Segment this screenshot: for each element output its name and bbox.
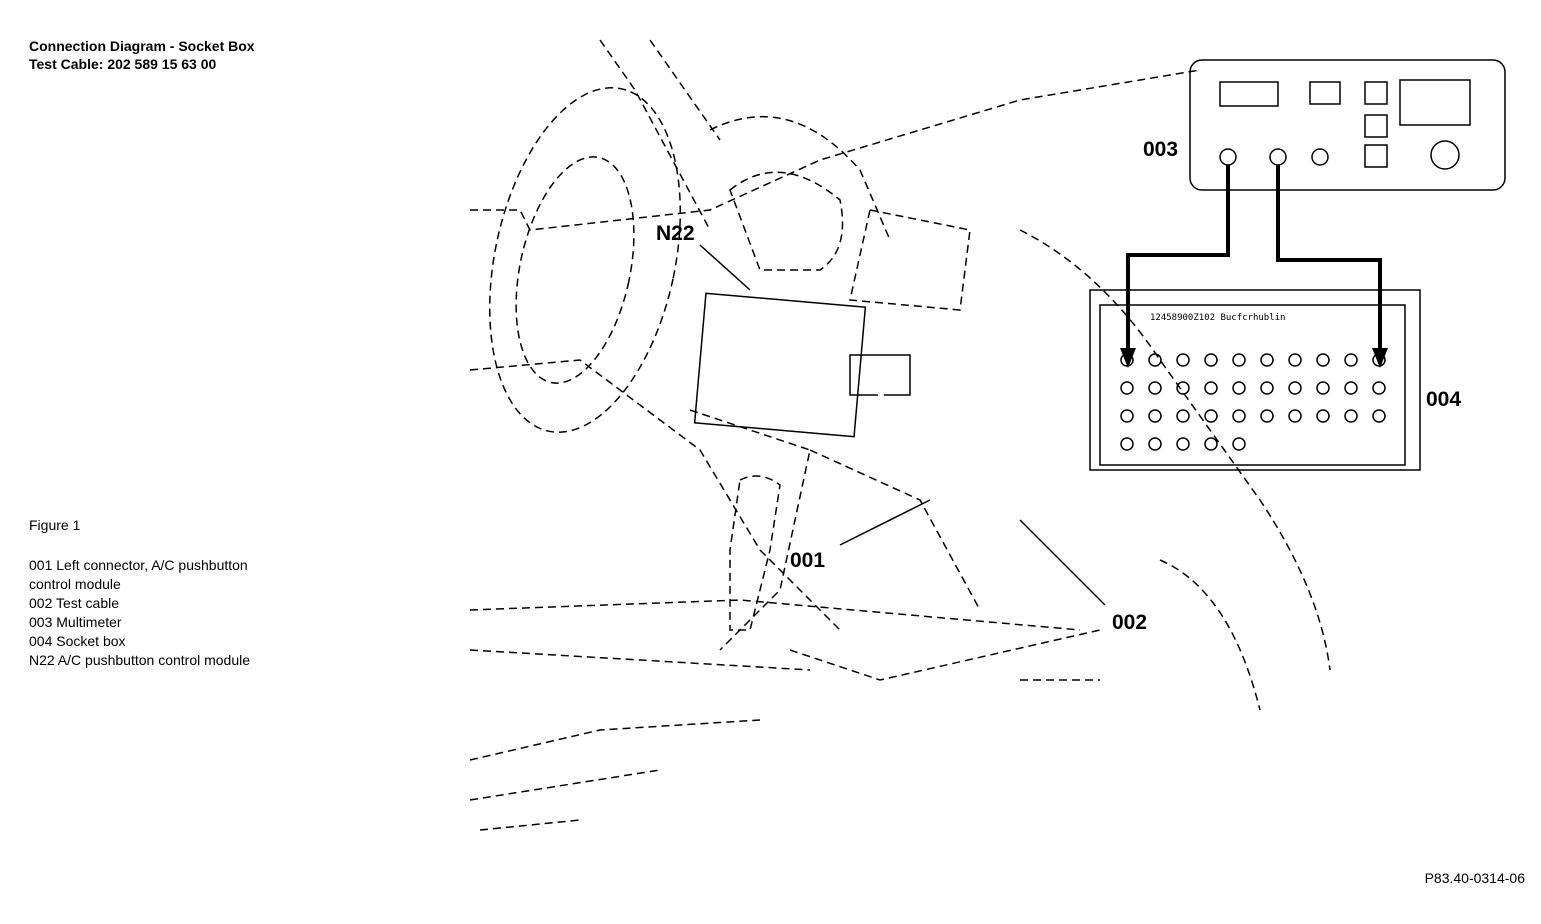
multimeter-jack bbox=[1311, 148, 1329, 166]
socket-pin bbox=[1316, 409, 1330, 423]
legend-line: 003 Multimeter bbox=[29, 614, 122, 630]
multimeter-jack-v bbox=[1269, 148, 1287, 166]
socket-pin bbox=[1344, 409, 1358, 423]
socket-pin bbox=[1232, 353, 1246, 367]
socket-pin bbox=[1316, 381, 1330, 395]
callout-004: 004 bbox=[1426, 388, 1461, 411]
socket-pin bbox=[1232, 437, 1246, 451]
socket-pin bbox=[1204, 409, 1218, 423]
socket-pin bbox=[1372, 381, 1386, 395]
steering-column bbox=[599, 39, 721, 231]
socket-box-panel bbox=[1099, 304, 1406, 466]
dashboard-curve bbox=[709, 115, 891, 241]
reference-code: P83.40-0314-06 bbox=[1424, 870, 1525, 886]
center-console bbox=[689, 409, 981, 651]
socket-pin bbox=[1232, 409, 1246, 423]
socket-pin bbox=[1120, 381, 1134, 395]
title-line-1: Connection Diagram - Socket Box bbox=[29, 38, 255, 54]
diagram-title: Connection Diagram - Socket Box Test Cab… bbox=[29, 37, 255, 73]
test-cable bbox=[879, 374, 1081, 529]
socket-pin bbox=[1204, 353, 1218, 367]
socket-pin bbox=[1372, 409, 1386, 423]
multimeter bbox=[1189, 59, 1506, 191]
socket-pin bbox=[1120, 437, 1134, 451]
instrument-cluster bbox=[729, 171, 844, 271]
legend-line: N22 A/C pushbutton control module bbox=[29, 652, 251, 668]
socket-box bbox=[1089, 289, 1421, 471]
socket-pin bbox=[1120, 409, 1134, 423]
multimeter-dial bbox=[1430, 140, 1460, 170]
socket-pin bbox=[1344, 353, 1358, 367]
steering-wheel bbox=[488, 87, 682, 433]
title-line-2: Test Cable: 202 589 15 63 00 bbox=[29, 56, 217, 72]
socket-pin bbox=[1204, 381, 1218, 395]
socket-pin bbox=[1260, 353, 1274, 367]
dashboard-outline bbox=[470, 69, 1201, 231]
socket-pin bbox=[1176, 437, 1190, 451]
multimeter-screen bbox=[1399, 79, 1471, 126]
socket-pin bbox=[1148, 437, 1162, 451]
gear-shift bbox=[729, 475, 781, 631]
socket-pin bbox=[1288, 381, 1302, 395]
floor-line-2 bbox=[469, 719, 761, 831]
multimeter-button bbox=[1364, 144, 1388, 168]
socket-box-label: 12458900Z102 Bucfcrhublin bbox=[1150, 313, 1285, 323]
test-cable-inner bbox=[877, 372, 1081, 532]
lower-right-line bbox=[789, 629, 1101, 681]
socket-pin bbox=[1148, 381, 1162, 395]
multimeter-display bbox=[1219, 81, 1279, 107]
socket-pin bbox=[1148, 409, 1162, 423]
legend-line: control module bbox=[29, 576, 121, 592]
socket-pin bbox=[1148, 353, 1162, 367]
legend-line: 001 Left connector, A/C pushbutton bbox=[29, 557, 248, 573]
legend: 001 Left connector, A/C pushbutton contr… bbox=[29, 556, 250, 670]
socket-pin bbox=[1344, 381, 1358, 395]
multimeter-button bbox=[1364, 81, 1388, 105]
socket-pin bbox=[1316, 353, 1330, 367]
socket-pin bbox=[1288, 353, 1302, 367]
socket-pin bbox=[1176, 353, 1190, 367]
probe-tip bbox=[1120, 348, 1136, 368]
callout-003: 003 bbox=[1143, 138, 1178, 161]
vent-panel bbox=[849, 209, 971, 311]
socket-pin bbox=[1288, 409, 1302, 423]
probe-tip bbox=[1372, 348, 1388, 368]
socket-pin bbox=[1204, 437, 1218, 451]
dashboard-lower bbox=[469, 359, 841, 631]
socket-pin bbox=[1260, 381, 1274, 395]
socket-pin bbox=[1120, 353, 1134, 367]
legend-line: 004 Socket box bbox=[29, 633, 126, 649]
control-module-n22 bbox=[693, 292, 867, 438]
steering-wheel-inner bbox=[515, 156, 635, 384]
multimeter-jack-com bbox=[1219, 148, 1237, 166]
leader-n22 bbox=[699, 244, 751, 291]
floor-line-1 bbox=[469, 599, 1081, 671]
leader-001 bbox=[839, 499, 931, 546]
callout-n22: N22 bbox=[656, 222, 695, 245]
socket-pin bbox=[1176, 381, 1190, 395]
right-curve bbox=[1019, 229, 1331, 711]
multimeter-button bbox=[1309, 81, 1341, 105]
socket-pin bbox=[1232, 381, 1246, 395]
socket-pin bbox=[1372, 353, 1386, 367]
probe-lead-red bbox=[1276, 165, 1382, 350]
connection-diagram-drawing: 12458900Z102 Bucfcrhublin N22 001 002 00… bbox=[469, 39, 1506, 831]
leader-002 bbox=[1019, 519, 1106, 606]
callout-002: 002 bbox=[1112, 611, 1147, 634]
socket-pins bbox=[1120, 353, 1386, 451]
multimeter-button bbox=[1364, 114, 1388, 138]
legend-line: 002 Test cable bbox=[29, 595, 120, 611]
figure-label: Figure 1 bbox=[29, 517, 81, 533]
socket-pin bbox=[1176, 409, 1190, 423]
callout-001: 001 bbox=[790, 549, 825, 572]
probe-lead-black bbox=[1126, 165, 1230, 350]
socket-pin bbox=[1260, 409, 1274, 423]
